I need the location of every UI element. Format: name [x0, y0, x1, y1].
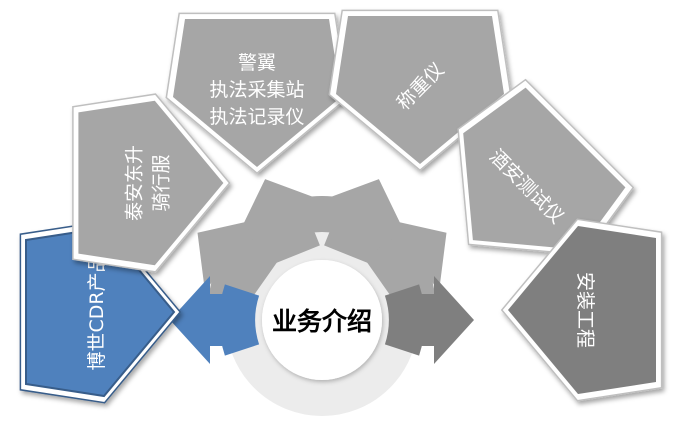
item-label: 警翼执法采集站执法记录仪: [209, 52, 304, 128]
item-shape: [508, 226, 656, 394]
item-label: 安装工程: [574, 272, 596, 348]
item-label-line: 骑行服: [151, 154, 173, 211]
arrow-up-left: [239, 179, 321, 265]
item-police-recorder: 警翼执法采集站执法记录仪: [165, 12, 349, 175]
arrow-upper-right: [364, 219, 447, 302]
arrow-right: [392, 276, 474, 364]
center-label: 业务介绍: [272, 307, 372, 336]
center-node: 业务介绍: [262, 260, 382, 380]
item-shape: [173, 19, 341, 167]
item-label-line: 警翼: [238, 52, 276, 74]
item-label-line: 执法记录仪: [209, 106, 304, 128]
item-shape: [463, 87, 626, 250]
item-label-line: 泰安东升: [124, 145, 146, 221]
arrow-up-right: [323, 179, 405, 265]
item-label: 博世CDR产品: [86, 253, 108, 370]
item-label-line: 执法采集站: [209, 79, 304, 101]
arrow-left: [170, 276, 252, 364]
item-taian-dongsheng: 泰安东升骑行服: [72, 93, 231, 273]
item-installation: 安装工程: [500, 218, 663, 402]
item-shape: [78, 100, 224, 266]
item-label-line: 安装工程: [574, 272, 596, 348]
hub-ring: [170, 179, 474, 416]
item-label-line: 博世CDR产品: [86, 253, 108, 370]
business-items: 博世CDR产品泰安东升骑行服警翼执法采集站执法记录仪称重仪酒安测试仪安装工程: [19, 9, 663, 404]
arrow-upper-left: [197, 219, 280, 302]
item-label: 泰安东升骑行服: [124, 145, 173, 221]
item-alcohol-tester: 酒安测试仪: [457, 78, 635, 256]
